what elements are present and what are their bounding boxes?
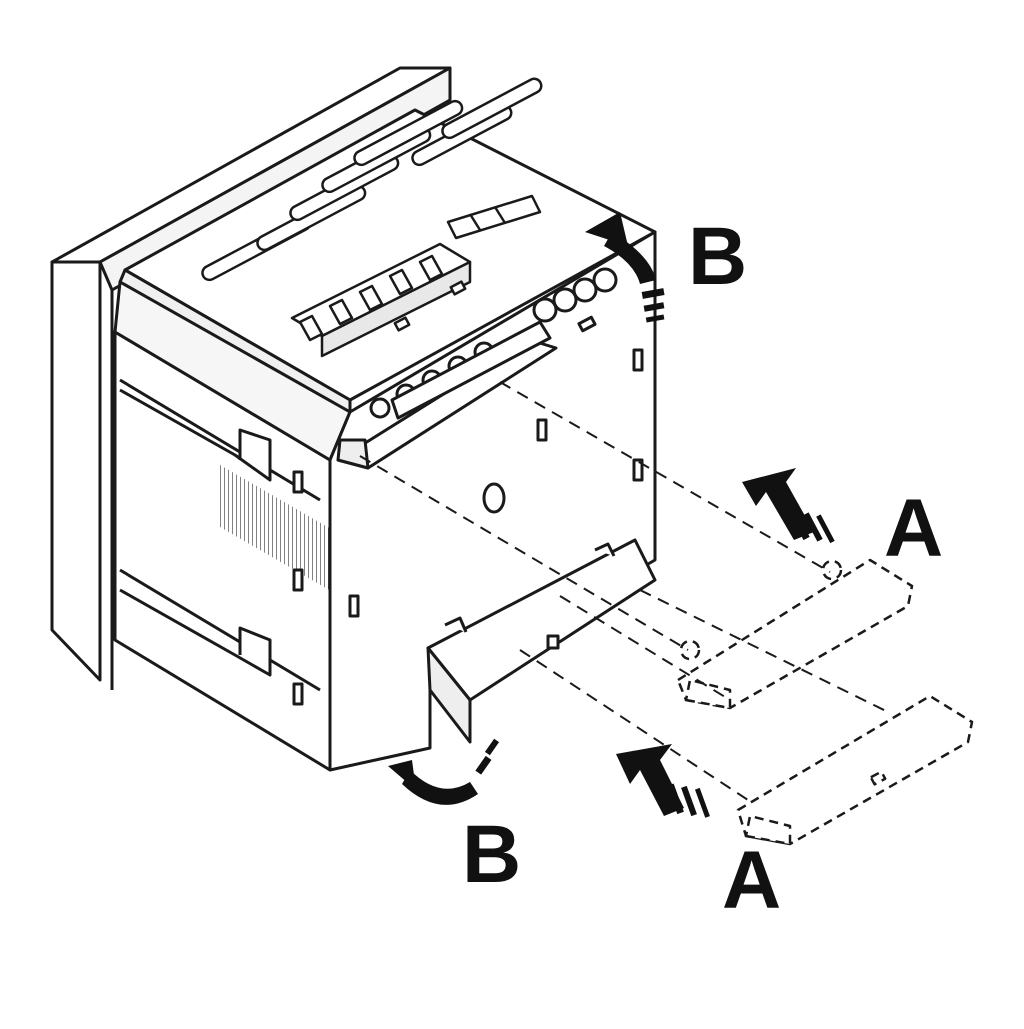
terminal-block (290, 194, 542, 358)
housing-rear (328, 230, 657, 772)
callout-b-bottom: B (462, 809, 522, 900)
vent-slots (201, 77, 543, 282)
insert-arrow-a-lower (616, 744, 710, 818)
rotate-arrow-b-top (585, 212, 665, 323)
rotate-arrow-b-bottom (388, 738, 500, 805)
housing-left-side (113, 280, 352, 772)
sealing-cover-lower (736, 694, 974, 846)
insert-arrow-a-upper (742, 468, 835, 544)
callout-a-bottom: A (722, 835, 782, 926)
guide-lines (359, 381, 889, 801)
callout-a-right: A (884, 483, 944, 574)
callout-b-top: B (688, 211, 748, 302)
upper-terminal-cover (336, 320, 558, 470)
sealing-cover-upper (676, 558, 914, 710)
lower-terminal-cover (426, 538, 657, 744)
